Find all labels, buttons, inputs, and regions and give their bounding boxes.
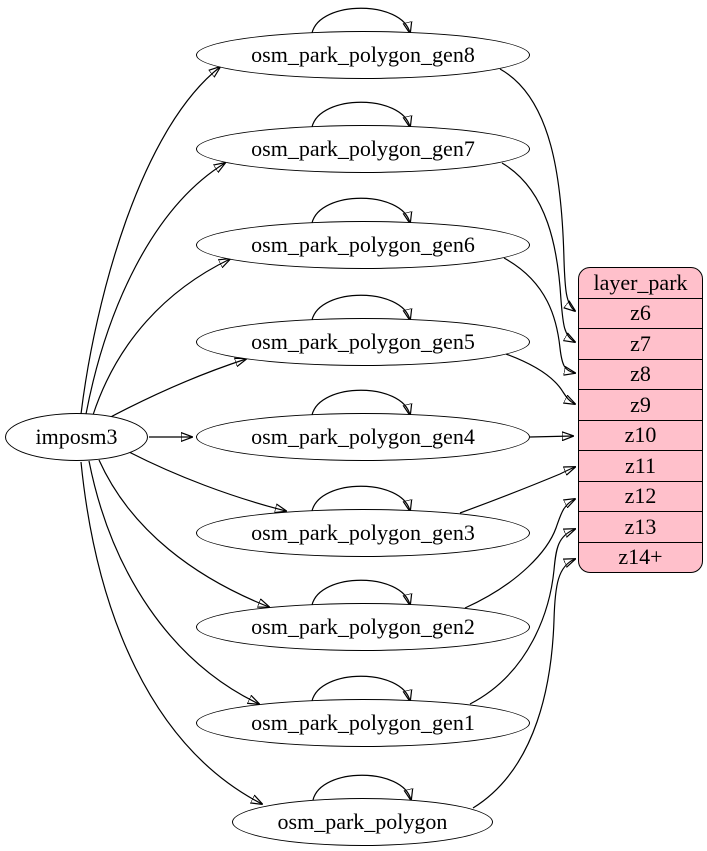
table-node-label: osm_park_polygon_gen8 bbox=[251, 42, 475, 67]
layer-row-z12: z12 bbox=[579, 480, 702, 512]
table-node-label: osm_park_polygon_gen6 bbox=[251, 232, 475, 257]
record-layer-park: layer_park z6 z7 z8 z9 z10 z11 z12 z13 z… bbox=[578, 267, 703, 573]
edge-gen7-z7 bbox=[501, 162, 575, 342]
self-loop-gen5 bbox=[311, 294, 410, 320]
layer-row-z11: z11 bbox=[579, 450, 702, 481]
layer-row-z9: z9 bbox=[579, 389, 702, 420]
table-node-label: osm_park_polygon bbox=[277, 809, 448, 834]
edge-gen4-z10 bbox=[529, 436, 573, 437]
self-loop-gen1 bbox=[311, 675, 410, 701]
self-loop-gen3 bbox=[311, 485, 410, 511]
edge-gen6-z8 bbox=[503, 257, 575, 373]
edge-polygon-z14 bbox=[472, 559, 575, 809]
self-loop-gen7 bbox=[311, 101, 410, 127]
node-osm-park-polygon-gen7: osm_park_polygon_gen7 bbox=[196, 125, 530, 173]
node-osm-park-polygon-gen8: osm_park_polygon_gen8 bbox=[196, 31, 530, 79]
table-node-label: osm_park_polygon_gen1 bbox=[251, 710, 475, 735]
node-imposm3: imposm3 bbox=[5, 413, 148, 461]
layer-park-header: layer_park bbox=[593, 269, 688, 295]
table-node-label: osm_park_polygon_gen5 bbox=[251, 329, 475, 354]
edge-gen5-z9 bbox=[505, 353, 575, 404]
node-osm-park-polygon-gen5: osm_park_polygon_gen5 bbox=[196, 318, 530, 366]
self-loop-gen8 bbox=[311, 7, 410, 33]
edge-gen2-z12 bbox=[464, 499, 575, 609]
layer-row-z8: z8 bbox=[579, 358, 702, 390]
edge-imposm3-gen3 bbox=[128, 451, 286, 511]
edge-imposm3-gen2 bbox=[98, 459, 269, 607]
edge-imposm3-gen1 bbox=[88, 460, 259, 704]
edge-imposm3-polygon bbox=[80, 461, 262, 804]
node-osm-park-polygon-gen4: osm_park_polygon_gen4 bbox=[196, 413, 530, 461]
table-node-label: osm_park_polygon_gen2 bbox=[251, 614, 475, 639]
layer-row-z13: z13 bbox=[579, 511, 702, 542]
layer-row-z6: z6 bbox=[579, 297, 702, 329]
node-osm-park-polygon-gen2: osm_park_polygon_gen2 bbox=[196, 603, 530, 651]
edge-gen3-z11 bbox=[459, 467, 575, 514]
layer-row-z14: z14+ bbox=[579, 541, 702, 573]
self-loop-gen6 bbox=[311, 197, 410, 223]
table-node-label: osm_park_polygon_gen7 bbox=[251, 136, 475, 161]
self-loop-gen2 bbox=[311, 579, 410, 605]
self-loop-polygon bbox=[312, 774, 411, 800]
edge-imposm3-gen6 bbox=[92, 259, 230, 416]
edge-gen8-z6 bbox=[499, 68, 575, 311]
node-osm-park-polygon-gen1: osm_park_polygon_gen1 bbox=[196, 699, 530, 747]
layer-row-z7: z7 bbox=[579, 328, 702, 359]
layer-row-z10: z10 bbox=[579, 419, 702, 451]
edge-gen1-z13 bbox=[469, 529, 575, 705]
edge-imposm3-gen8 bbox=[80, 67, 220, 415]
node-osm-park-polygon-gen3: osm_park_polygon_gen3 bbox=[196, 509, 530, 557]
node-osm-park-polygon: osm_park_polygon bbox=[232, 798, 493, 846]
edge-imposm3-gen7 bbox=[85, 163, 225, 415]
table-node-label: osm_park_polygon_gen3 bbox=[251, 520, 475, 545]
edge-imposm3-gen5 bbox=[104, 359, 246, 421]
table-node-label: osm_park_polygon_gen4 bbox=[251, 424, 475, 449]
node-imposm3-label: imposm3 bbox=[35, 424, 118, 449]
self-loop-gen4 bbox=[311, 389, 410, 415]
node-osm-park-polygon-gen6: osm_park_polygon_gen6 bbox=[196, 221, 530, 269]
